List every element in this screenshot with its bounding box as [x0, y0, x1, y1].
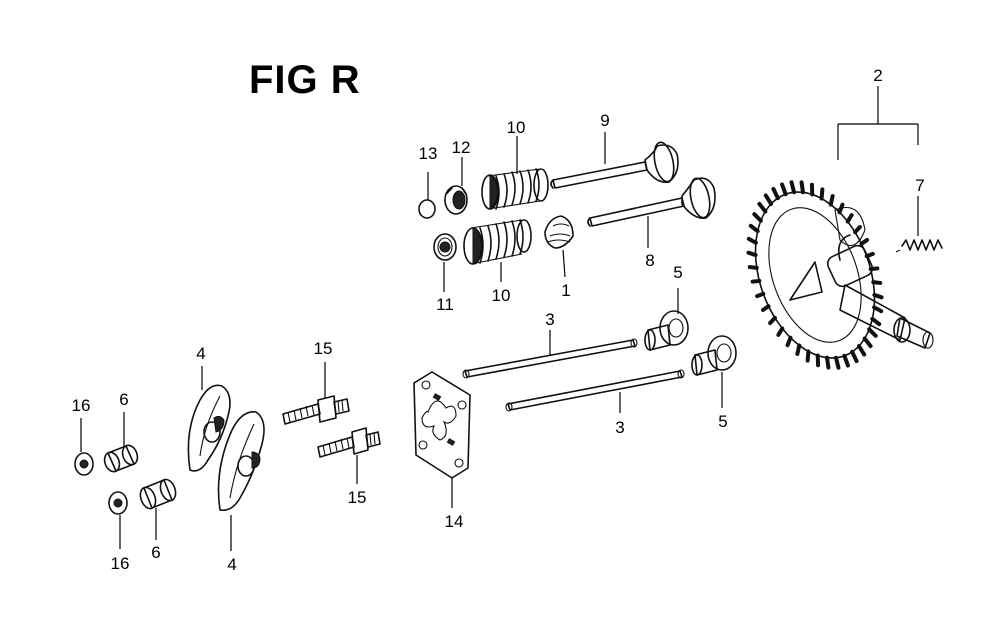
rocker-pivot-upper-part	[103, 444, 139, 473]
push-rod-lower-part	[505, 369, 685, 412]
callout-6-lower: 6	[151, 543, 160, 562]
leader-lines	[80, 86, 919, 551]
push-rod-guide-plate-part	[413, 371, 471, 479]
callout-1: 1	[561, 281, 570, 300]
callout-10-upper: 10	[507, 118, 526, 137]
callout-9: 9	[600, 111, 609, 130]
callout-16-upper: 16	[72, 396, 91, 415]
callout-13: 13	[419, 144, 438, 163]
callout-4-lower: 4	[227, 555, 236, 574]
exhaust-valve-part	[550, 141, 679, 189]
callout-15-upper: 15	[314, 339, 333, 358]
callout-3-upper: 3	[545, 310, 554, 329]
callout-16-lower: 16	[111, 554, 130, 573]
rocker-stud-lower-part	[317, 427, 381, 458]
callout-11: 11	[436, 295, 454, 314]
rocker-nut-lower-part	[108, 491, 128, 515]
tappet-lower-part	[691, 335, 737, 376]
valve-spring-upper-part	[481, 168, 549, 210]
decompressor-spring-part	[895, 239, 943, 253]
rocker-pivot-lower-part	[139, 478, 177, 510]
tappet-upper-part	[644, 310, 689, 351]
callout-14: 14	[445, 512, 464, 531]
camshaft-gear-part	[746, 180, 934, 370]
valve-stem-seal-part	[544, 215, 574, 249]
callout-numbers: 2 7 9 8 10 10 12 13 11 1 3 3 5 5 14 15 1…	[72, 66, 925, 574]
rocker-arm-lower-part	[217, 411, 265, 512]
valve-collet-part	[418, 199, 436, 219]
callout-10-lower: 10	[492, 286, 511, 305]
callout-15-lower: 15	[348, 488, 367, 507]
figure-title: FIG R	[249, 58, 361, 102]
callout-7: 7	[915, 176, 924, 195]
callout-2: 2	[873, 66, 882, 85]
rocker-arm-upper-part	[187, 384, 231, 472]
valve-retainer-upper-part	[444, 185, 468, 215]
callout-12: 12	[452, 138, 471, 157]
callout-3-lower: 3	[615, 418, 624, 437]
callout-6-upper: 6	[119, 390, 128, 409]
rocker-nut-upper-part	[74, 452, 94, 476]
intake-valve-part	[587, 177, 716, 227]
callout-4-upper: 4	[196, 344, 205, 363]
callout-5-upper: 5	[673, 263, 682, 282]
callout-8: 8	[645, 251, 654, 270]
valve-retainer-lower-part	[433, 233, 457, 261]
rocker-stud-upper-part	[282, 395, 350, 425]
push-rod-upper-part	[462, 338, 638, 379]
valve-spring-lower-part	[463, 219, 532, 265]
callout-5-lower: 5	[718, 412, 727, 431]
